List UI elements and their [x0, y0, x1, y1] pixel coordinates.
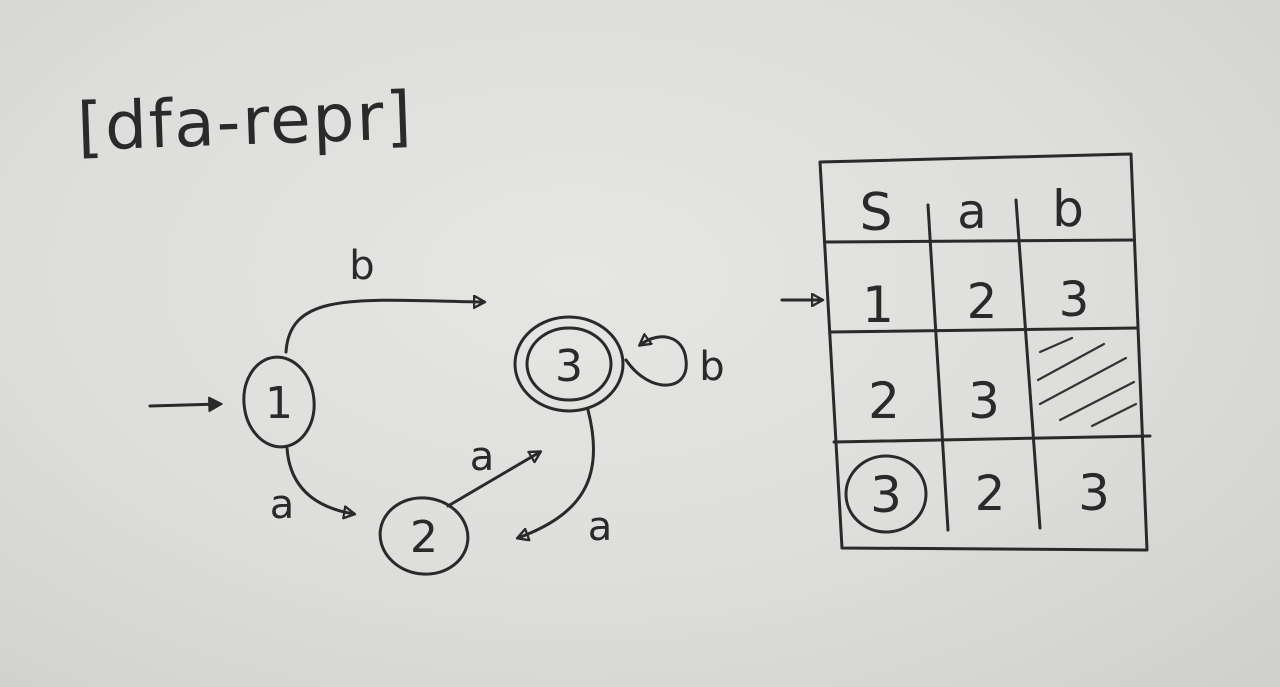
empty-cell-hatch — [1036, 336, 1138, 428]
table-cell-state: 1 — [862, 276, 894, 334]
state-label-3: 3 — [555, 341, 583, 392]
table-border — [818, 152, 1149, 552]
transition-label-1-3: b — [349, 243, 374, 289]
table-hline — [832, 434, 1152, 444]
table-cell-b: 3 — [1078, 464, 1110, 522]
transition-label-1-2: a — [270, 482, 295, 528]
page-title: [dfa-repr] — [76, 77, 415, 166]
table-header-a: a — [957, 184, 986, 240]
table-vline — [1014, 198, 1042, 530]
table-hline — [828, 326, 1140, 334]
table-header-b: b — [1052, 180, 1084, 238]
transition-label-2-3: a — [470, 434, 495, 480]
start-arrow — [148, 396, 223, 413]
state-label-1: 1 — [265, 378, 293, 429]
table-header-state: S — [859, 183, 892, 243]
accepting-state-circle — [844, 454, 928, 534]
transition-1-2-a — [285, 446, 354, 514]
transition-3-2-a — [518, 408, 596, 538]
transition-3-3-b — [624, 337, 688, 387]
state-node-1: 1 — [242, 355, 316, 449]
table-cell-a: 3 — [968, 372, 1000, 430]
state-node-3: 3 — [513, 315, 625, 413]
transition-table: S a b 1 2 3 2 3 3 2 3 — [818, 152, 1152, 552]
transition-1-3-b — [284, 300, 484, 354]
table-cell-state: 2 — [868, 372, 900, 430]
state-node-2: 2 — [378, 496, 470, 576]
transition-label-3-3: b — [699, 344, 724, 390]
transition-label-3-2: a — [588, 504, 613, 550]
table-cell-a: 2 — [975, 466, 1006, 522]
state-label-2: 2 — [410, 512, 438, 563]
table-hline — [824, 238, 1136, 244]
table-vline — [926, 203, 950, 532]
table-cell-state: 3 — [870, 466, 902, 524]
table-cell-a: 2 — [967, 274, 998, 330]
table-cell-b: 3 — [1059, 272, 1090, 328]
transition-2-3-a — [446, 452, 540, 508]
